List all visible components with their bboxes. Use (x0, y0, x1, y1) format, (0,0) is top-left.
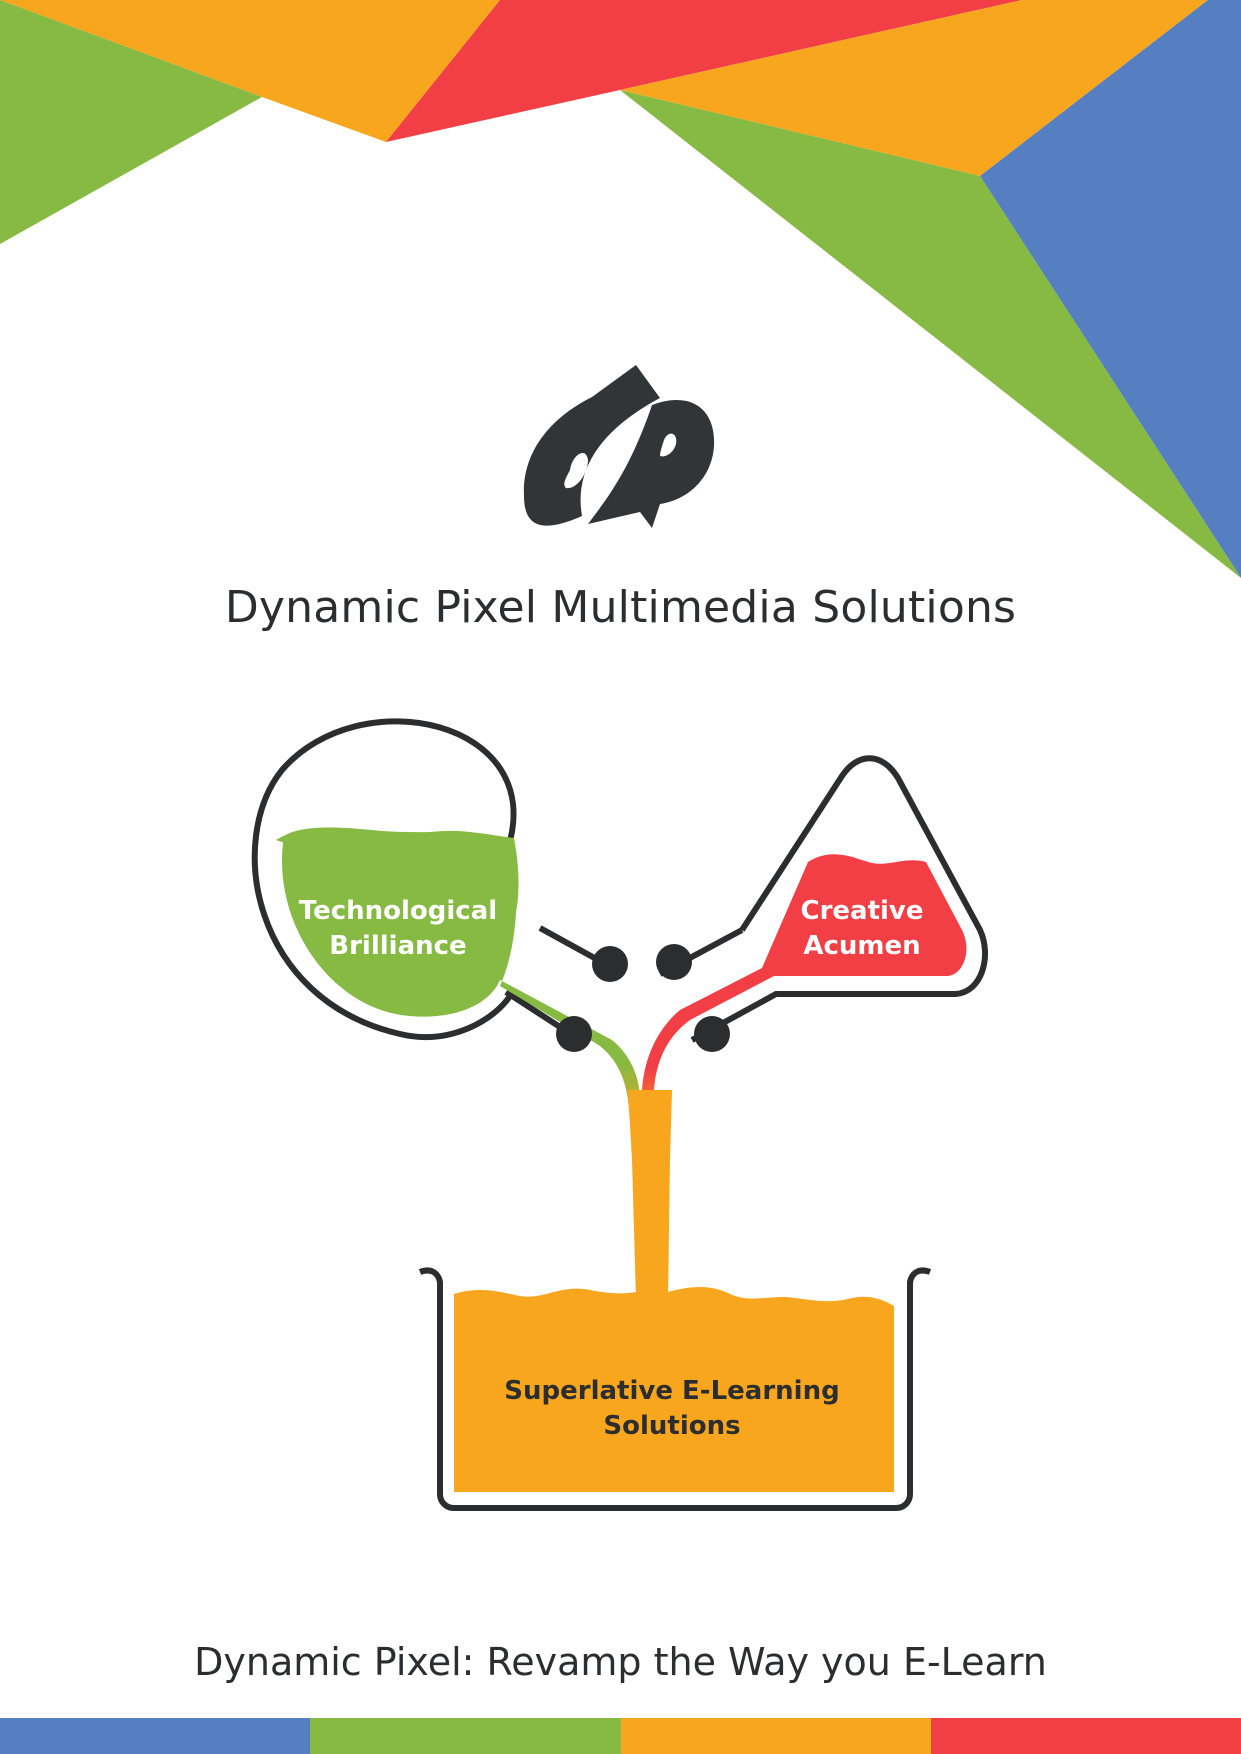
container-label-line1: Superlative E-Learning (504, 1376, 840, 1406)
header-shape-orange-left (0, 0, 500, 142)
company-name: Dynamic Pixel Multimedia Solutions (224, 582, 1017, 633)
container (418, 1267, 932, 1511)
flask-left-label-line2: Brilliance (329, 931, 467, 961)
flask-right-label-line2: Acumen (803, 931, 921, 961)
flask-left (251, 718, 640, 1140)
orange-stream (628, 1090, 672, 1300)
header-shape-green-left (0, 0, 262, 244)
flask-left-label: Technological Brilliance (268, 894, 528, 964)
flask-right (640, 755, 989, 1140)
header-shape-green-right (620, 90, 1241, 578)
header-shape-blue (980, 0, 1241, 578)
flask-right-label-line1: Creative (800, 896, 924, 926)
footer-segment-blue (0, 1718, 311, 1754)
container-label-line2: Solutions (603, 1411, 741, 1441)
container-label: Superlative E-Learning Solutions (462, 1374, 882, 1444)
footer-segment-red (930, 1718, 1241, 1754)
tagline: Dynamic Pixel: Revamp the Way you E-Lear… (194, 1640, 1047, 1684)
header-shape-red (386, 0, 1022, 142)
footer-segment-orange (620, 1718, 931, 1754)
footer-segment-green (310, 1718, 621, 1754)
flask-right-label: Creative Acumen (772, 894, 952, 964)
header-shape-orange-right (620, 0, 1208, 176)
flask-left-label-line1: Technological (298, 896, 498, 926)
footer-color-bar (0, 1718, 1241, 1754)
